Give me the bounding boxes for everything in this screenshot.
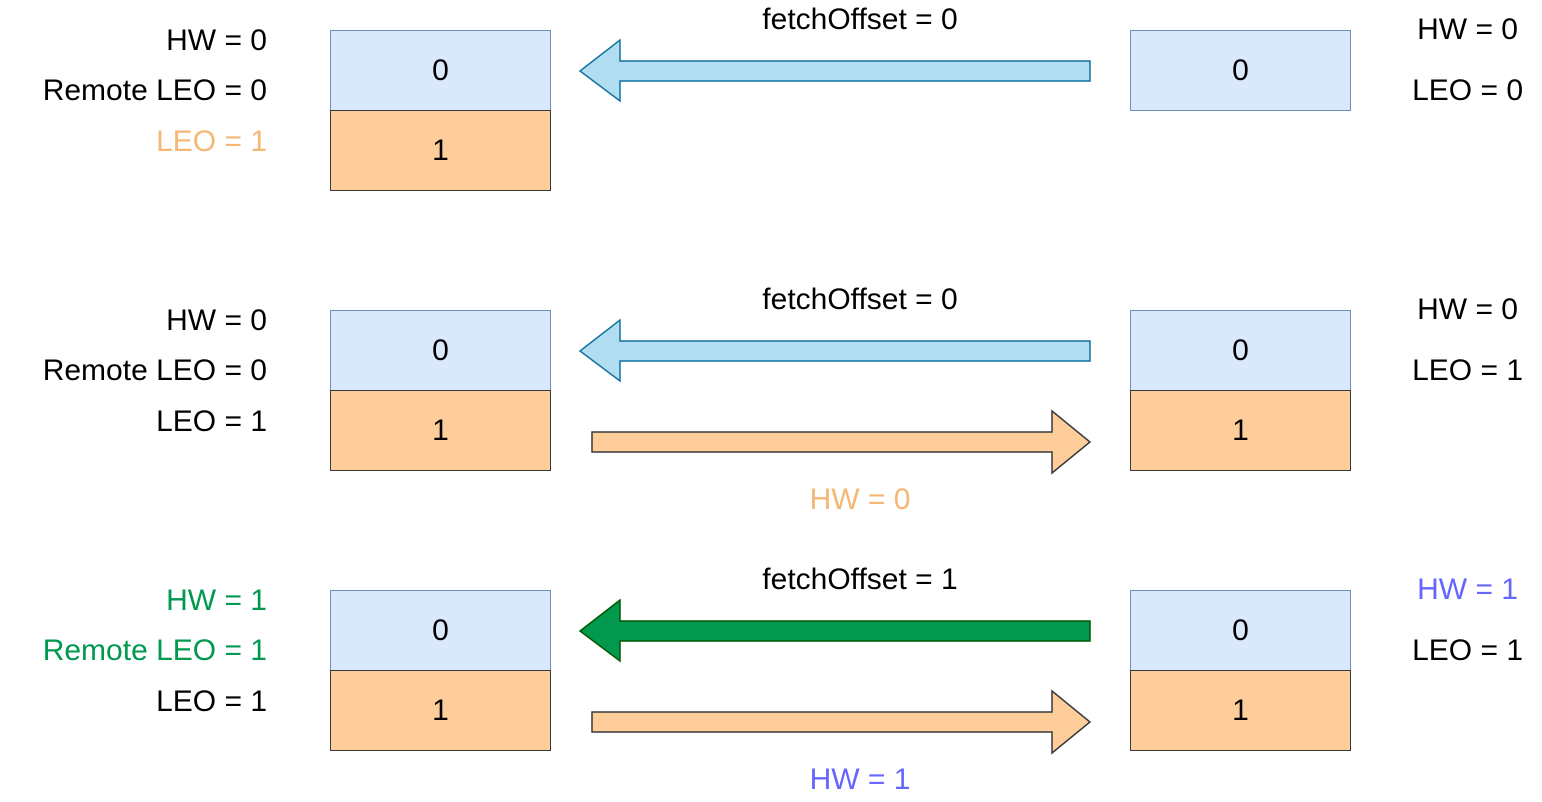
- leader-hw-row2: HW = 0: [166, 304, 267, 337]
- leader-remote-leo-row1: Remote LEO = 0: [42, 74, 267, 107]
- leader-log-entry-row3-1: 1: [330, 670, 551, 751]
- leader-leo-row3: LEO = 1: [156, 685, 267, 718]
- fetch-label-row2: fetchOffset = 0: [762, 283, 958, 316]
- fetch-arrow-row2: [578, 318, 1091, 383]
- follower-log-entry-row3-0: 0: [1130, 590, 1351, 671]
- fetch-label-row1: fetchOffset = 0: [762, 3, 958, 36]
- leader-leo-row1: LEO = 1: [156, 125, 267, 158]
- leader-log-entry-row1-0: 0: [330, 30, 551, 111]
- fetch-label-row3: fetchOffset = 1: [762, 563, 958, 596]
- leader-log-entry-row2-1: 1: [330, 390, 551, 471]
- follower-log-entry-row3-1: 1: [1130, 670, 1351, 751]
- response-label-row3: HW = 1: [809, 763, 911, 796]
- fetch-arrow-row3: [578, 598, 1091, 663]
- follower-log-entry-row1-0: 0: [1130, 30, 1351, 111]
- leader-log-entry-row2-0: 0: [330, 310, 551, 391]
- leader-remote-leo-row3: Remote LEO = 1: [42, 634, 267, 667]
- leader-hw-row3: HW = 1: [166, 584, 267, 617]
- leader-hw-row1: HW = 0: [166, 24, 267, 57]
- response-arrow-row3: [591, 689, 1092, 755]
- fetch-arrow-row1: [578, 38, 1091, 103]
- follower-leo-row3: LEO = 1: [1412, 634, 1523, 667]
- follower-hw-row3: HW = 1: [1417, 573, 1518, 606]
- response-label-row2: HW = 0: [809, 483, 911, 516]
- leader-log-entry-row3-0: 0: [330, 590, 551, 671]
- leader-leo-row2: LEO = 1: [156, 405, 267, 438]
- leader-log-entry-row1-1: 1: [330, 110, 551, 191]
- leader-remote-leo-row2: Remote LEO = 0: [42, 354, 267, 387]
- follower-log-entry-row2-0: 0: [1130, 310, 1351, 391]
- follower-log-entry-row2-1: 1: [1130, 390, 1351, 471]
- follower-leo-row2: LEO = 1: [1412, 354, 1523, 387]
- follower-hw-row2: HW = 0: [1417, 293, 1518, 326]
- follower-leo-row1: LEO = 0: [1412, 74, 1523, 107]
- follower-hw-row1: HW = 0: [1417, 13, 1518, 46]
- response-arrow-row2: [591, 409, 1092, 475]
